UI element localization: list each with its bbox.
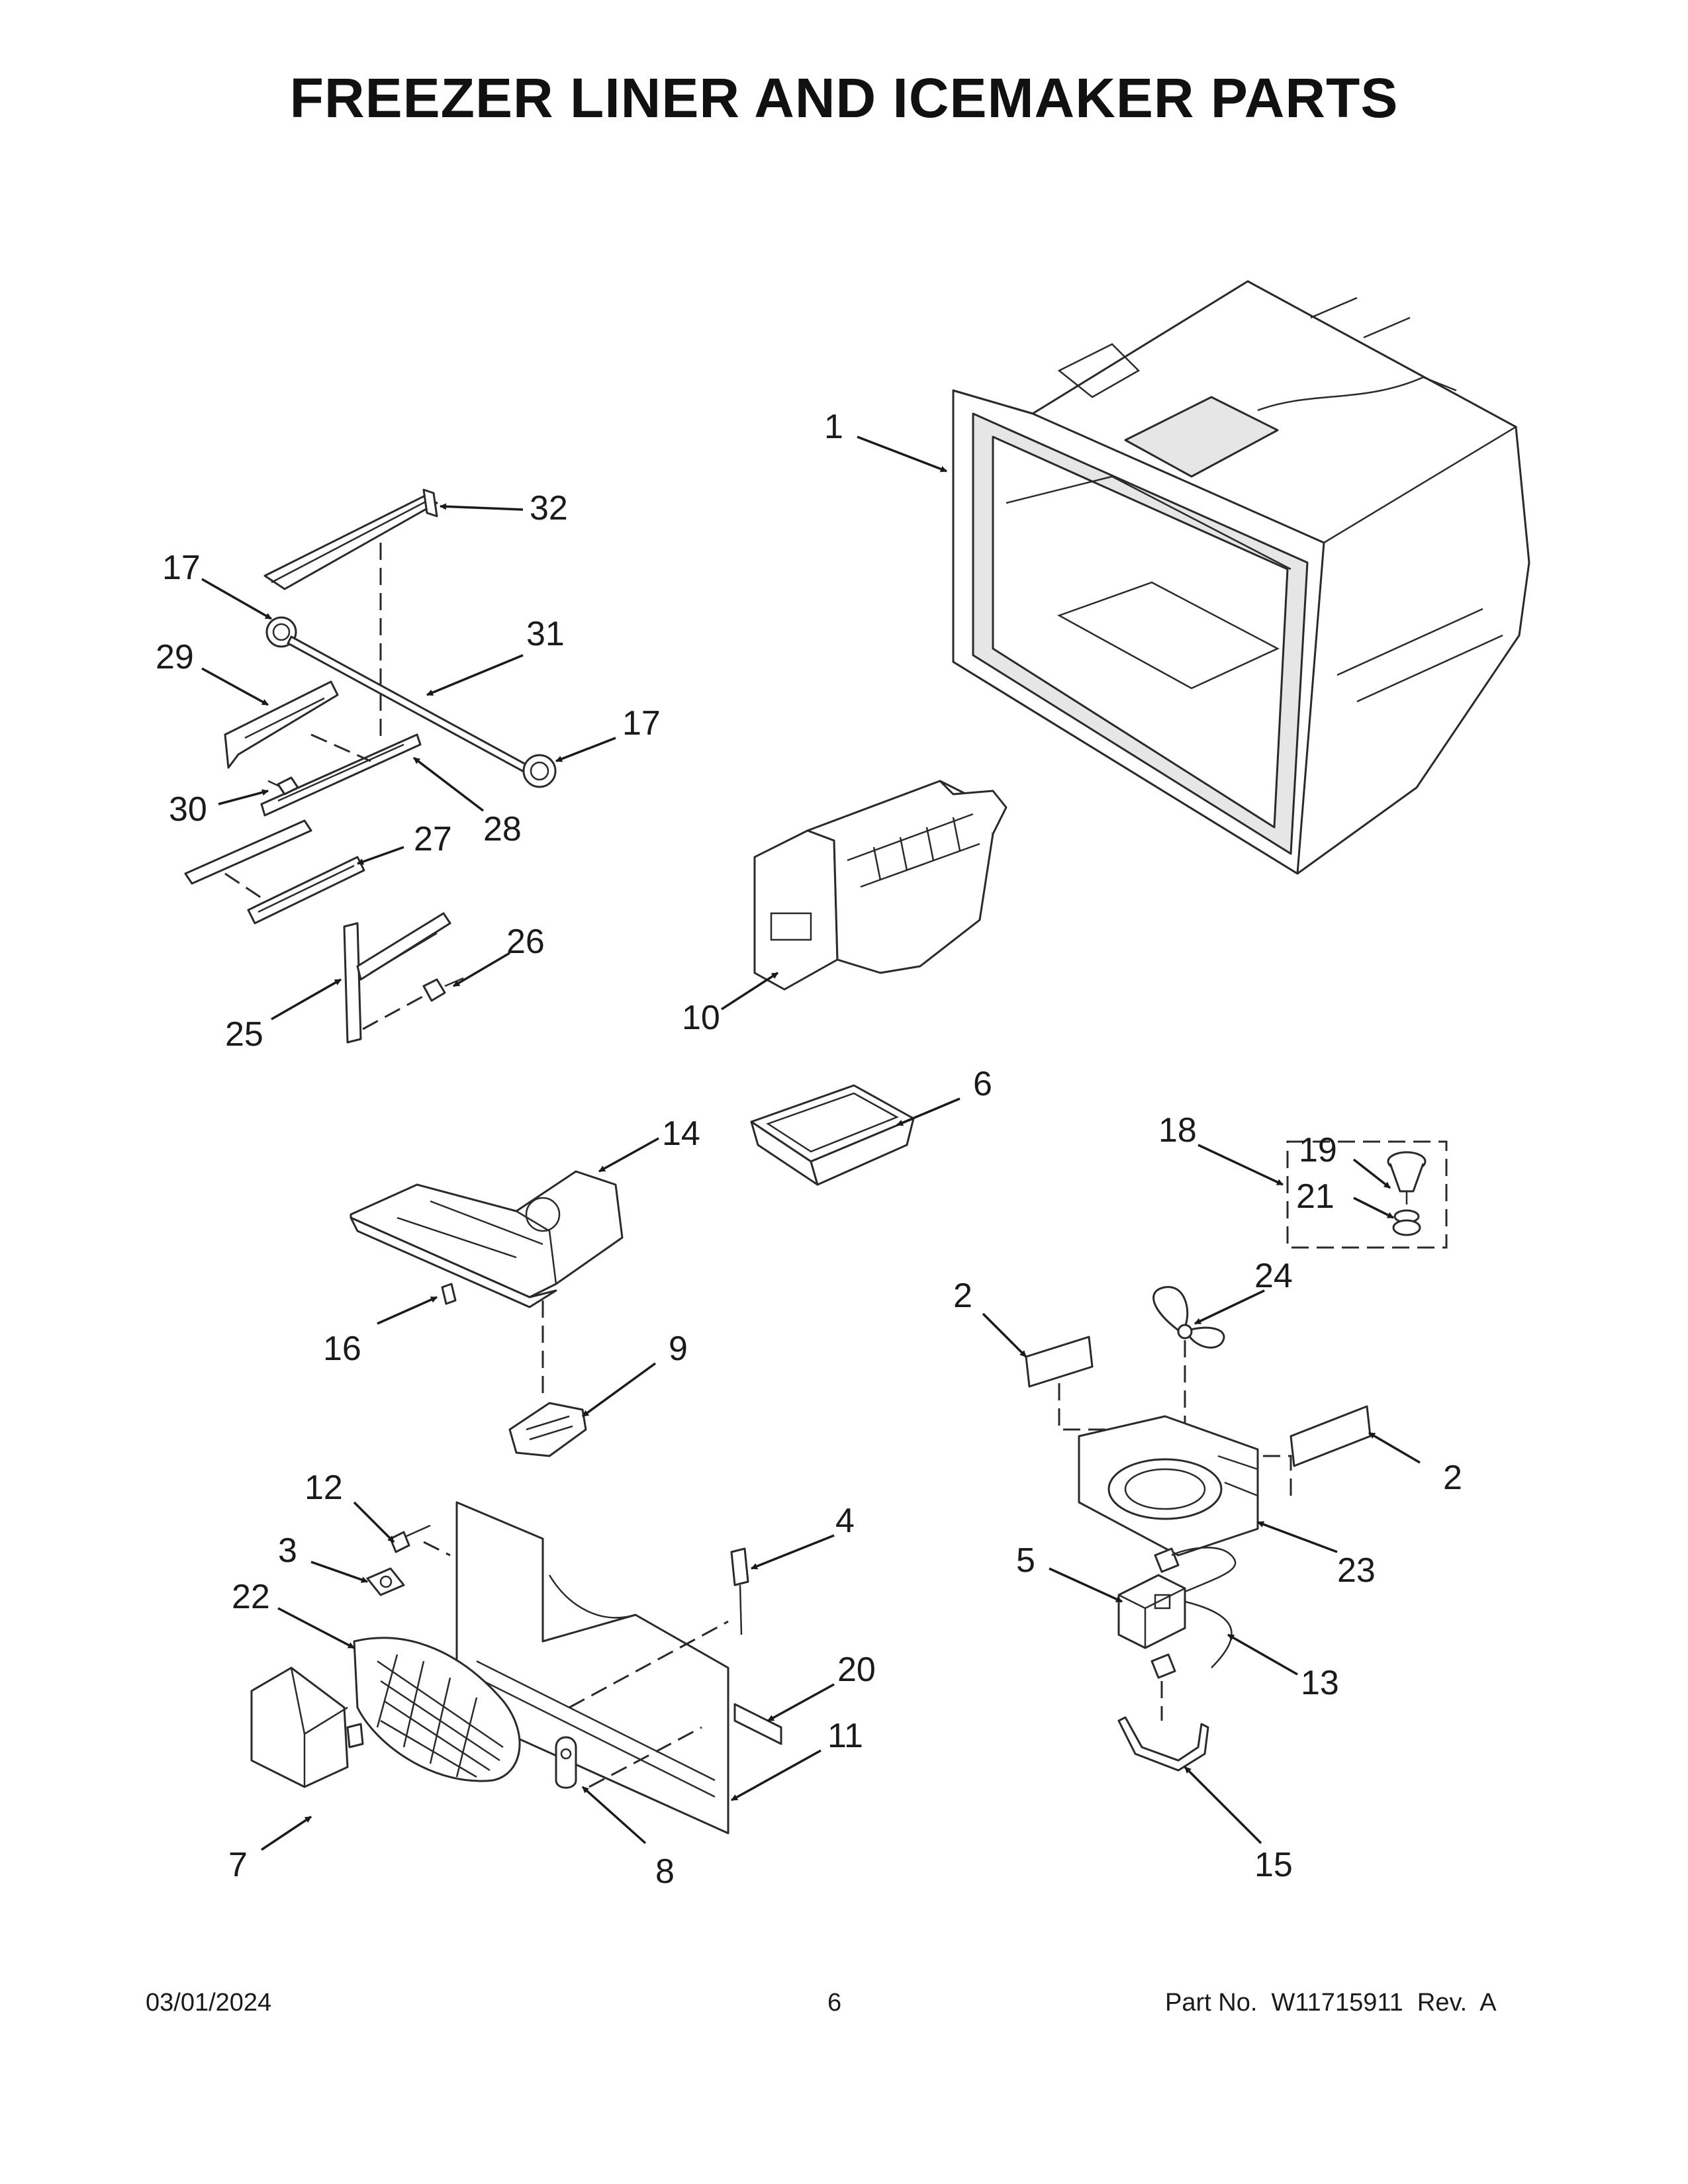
callout-2-left: 2 <box>953 1277 972 1315</box>
rear-panel-11-part <box>455 1501 729 1835</box>
callout-17-bottom: 17 <box>622 704 661 743</box>
callout-7: 7 <box>228 1846 248 1884</box>
callout-30: 30 <box>169 790 207 829</box>
dashed-line-pad-right <box>1244 1455 1292 1496</box>
page-title: FREEZER LINER AND ICEMAKER PARTS <box>289 67 1399 129</box>
callout-8: 8 <box>655 1852 675 1891</box>
rail-32-part <box>263 488 438 590</box>
callout-12: 12 <box>305 1469 343 1507</box>
callout-15: 15 <box>1254 1846 1293 1884</box>
fan-motor-5-part <box>1117 1574 1186 1649</box>
callout-18: 18 <box>1158 1111 1197 1150</box>
pad-2-right <box>1289 1405 1372 1467</box>
part-8 <box>555 1736 577 1789</box>
screw-30-part <box>267 776 299 796</box>
pad-2-left <box>1025 1336 1094 1388</box>
callout-29: 29 <box>156 638 194 676</box>
wire-13-part <box>1171 1547 1237 1668</box>
dashed-line-panel <box>569 1620 729 1709</box>
dashed-line-pad-left <box>1058 1383 1112 1431</box>
gear-17-top <box>265 616 297 648</box>
dashed-line-screw <box>362 995 424 1030</box>
tray-6-part <box>750 1084 915 1186</box>
callout-25: 25 <box>225 1015 263 1054</box>
part-3 <box>366 1567 405 1596</box>
kit-18-box <box>1286 1140 1448 1249</box>
leader-lines <box>201 435 1421 1851</box>
washer-21-part <box>1392 1209 1421 1236</box>
grommet-bottom <box>1150 1653 1176 1679</box>
part-4 <box>730 1547 749 1635</box>
slide-27-part <box>184 819 365 925</box>
callout-11: 11 <box>827 1717 863 1755</box>
clip-16-part <box>441 1283 457 1305</box>
cover-7-part <box>250 1666 364 1788</box>
callout-28: 28 <box>483 810 522 848</box>
screw-12-part <box>389 1524 431 1553</box>
callout-2-right: 2 <box>1443 1459 1462 1497</box>
bracket-29-part <box>224 680 339 769</box>
part-19 <box>1387 1151 1427 1205</box>
slide-28-part <box>260 733 422 817</box>
fan-shroud-23-part <box>1078 1415 1259 1557</box>
callout-1: 1 <box>824 408 843 446</box>
freezer-liner-part <box>952 280 1530 875</box>
callout-26: 26 <box>506 923 545 961</box>
housing-14-part <box>350 1170 624 1308</box>
gasket-20-part <box>733 1703 782 1745</box>
footer-part-number: Part No. W11715911 Rev. A <box>1165 1989 1497 2017</box>
dashed-line-slide <box>224 872 265 901</box>
footer-date: 03/01/2024 <box>146 1989 272 2017</box>
dashed-line-bracket <box>310 733 371 762</box>
footer-page-number: 6 <box>827 1989 842 2017</box>
callout-16: 16 <box>323 1330 361 1368</box>
callout-19: 19 <box>1299 1131 1337 1169</box>
callout-14: 14 <box>662 1115 700 1153</box>
callout-24: 24 <box>1254 1257 1293 1295</box>
callout-27: 27 <box>414 820 452 858</box>
callout-3: 3 <box>278 1531 297 1570</box>
callout-5: 5 <box>1016 1541 1035 1580</box>
fan-blade-24-part <box>1152 1286 1225 1349</box>
callout-9: 9 <box>669 1330 688 1368</box>
callout-6: 6 <box>973 1065 992 1103</box>
callout-20: 20 <box>837 1651 876 1689</box>
dashed-line-screw-12 <box>423 1541 451 1557</box>
callout-31: 31 <box>526 615 565 653</box>
callout-13: 13 <box>1301 1664 1339 1702</box>
callout-4: 4 <box>835 1502 855 1540</box>
callout-17-top: 17 <box>162 549 201 587</box>
gear-17-bottom <box>522 754 557 788</box>
grille-22-part <box>353 1637 521 1782</box>
callout-21: 21 <box>1296 1177 1335 1216</box>
callout-23: 23 <box>1337 1551 1376 1590</box>
callout-labels: 1 32 17 31 29 17 30 28 27 26 25 10 6 18 … <box>156 408 1462 1891</box>
screw-26-part <box>422 977 464 1002</box>
icemaker-10-part <box>753 780 1008 991</box>
dashed-line-panel-2 <box>588 1726 702 1788</box>
shaft-31-part <box>287 635 531 774</box>
cover-9-part <box>508 1402 587 1457</box>
bracket-25-part <box>343 912 451 1044</box>
callout-22: 22 <box>232 1578 270 1616</box>
callout-10: 10 <box>682 999 720 1037</box>
callout-32: 32 <box>530 489 568 527</box>
bracket-15-part <box>1117 1716 1209 1772</box>
